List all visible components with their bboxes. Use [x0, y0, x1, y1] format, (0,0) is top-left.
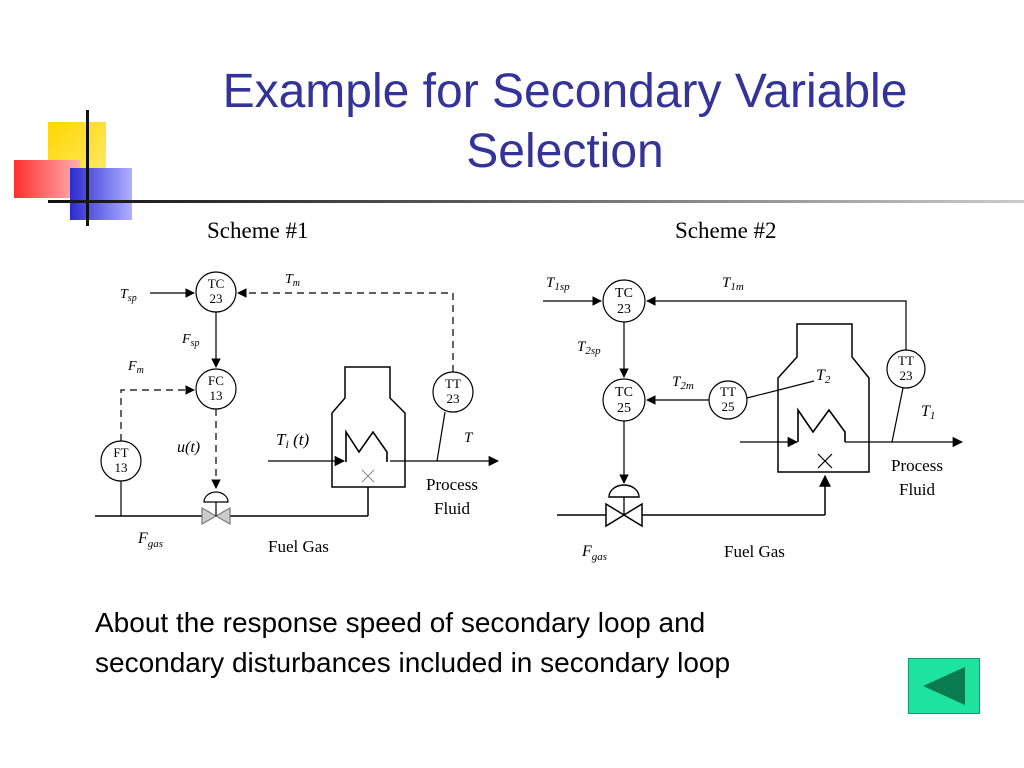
s2-tt23-connector [891, 387, 904, 443]
s2-furnace-outline [777, 323, 870, 473]
s2-tc25-label-top: TC [615, 385, 633, 400]
tsp-label: Tsp [120, 287, 137, 304]
t1sp-label: T1sp [546, 275, 570, 293]
s2-tt25-label-top: TT [720, 384, 736, 399]
body-line-1: About the response speed of secondary lo… [95, 607, 706, 638]
deco-red-square [14, 160, 80, 198]
t2-label: T2 [816, 367, 831, 386]
s2-tc25-label-bottom: 25 [617, 401, 631, 416]
tt23-label-bottom: 23 [447, 391, 460, 406]
back-button[interactable] [908, 658, 980, 714]
title-rule [48, 200, 1024, 203]
triangle-left-icon [923, 667, 965, 705]
title-line-1: Example for Secondary Variable [222, 65, 908, 118]
t-out-label: T [464, 430, 474, 446]
s2-process-fluid-2: Fluid [899, 480, 935, 499]
deco-blue-square [70, 168, 132, 220]
fuel-gas-label: Fuel Gas [268, 537, 329, 556]
scheme2-diagram: TC 23 TC 25 TT 25 TT 23 T1sp T1m T2sp T2… [543, 275, 964, 563]
fm-dashed-line [120, 385, 195, 441]
page-title: Example for Secondary Variable Selection [140, 62, 990, 182]
tm-label: Tm [285, 272, 300, 289]
s2-furnace-coil [797, 407, 846, 442]
fm-label: Fm [127, 359, 144, 376]
scheme2-valve [605, 484, 643, 528]
deco-vertical-line [86, 110, 89, 226]
furnace-outline [331, 366, 406, 488]
t1-label: T1 [921, 403, 935, 422]
fgas-label: Fgas [137, 530, 163, 550]
corner-decoration [0, 110, 140, 230]
title-line-2: Selection [466, 125, 664, 178]
fsp-label: Fsp [181, 332, 199, 349]
t1m-label: T1m [722, 275, 744, 293]
tm-dashed-line [237, 288, 454, 372]
s2-tt23-label-top: TT [898, 353, 914, 368]
process-fluid-1: Process [426, 475, 478, 494]
scheme1-diagram: TC 23 FC 13 FT 13 TT 23 Tsp Tm Fsp Fm u(… [95, 271, 500, 556]
ut-label: u(t) [177, 439, 200, 456]
scheme2-label: Scheme #2 [675, 218, 777, 243]
fc13-label-top: FC [208, 373, 224, 388]
ft13-label-bottom: 13 [115, 460, 128, 475]
s2-tc23-label-top: TC [615, 286, 633, 301]
fc13-label-bottom: 13 [210, 388, 223, 403]
ti-label: Ti (t) [276, 430, 309, 451]
s2-fgas-label: Fgas [581, 543, 607, 563]
body-line-2: secondary disturbances included in secon… [95, 647, 731, 678]
tt23-label-top: TT [445, 376, 461, 391]
ft13-label-top: FT [113, 445, 128, 460]
process-fluid-2: Fluid [434, 499, 470, 518]
s2-tt25-label-bottom: 25 [722, 399, 735, 414]
s2-burner [817, 453, 833, 469]
s2-process-fluid-1: Process [891, 456, 943, 475]
t1m-line [646, 296, 907, 350]
s2-tc23-label-bottom: 23 [617, 302, 631, 317]
s2-fuel-gas-label: Fuel Gas [724, 542, 785, 561]
tc23-label-bottom: 23 [210, 291, 223, 306]
t2sp-label: T2sp [577, 339, 601, 357]
s2-tt23-label-bottom: 23 [900, 368, 913, 383]
s2-tt25-connector [746, 380, 815, 399]
furnace-coil [345, 429, 388, 462]
scheme1-valve [201, 491, 231, 525]
tc23-label-top: TC [208, 276, 225, 291]
burner [361, 469, 375, 483]
t2m-label: T2m [672, 374, 694, 392]
body-text: About the response speed of secondary lo… [95, 603, 895, 683]
tt23-connector [436, 411, 446, 462]
scheme1-label: Scheme #1 [207, 218, 309, 243]
